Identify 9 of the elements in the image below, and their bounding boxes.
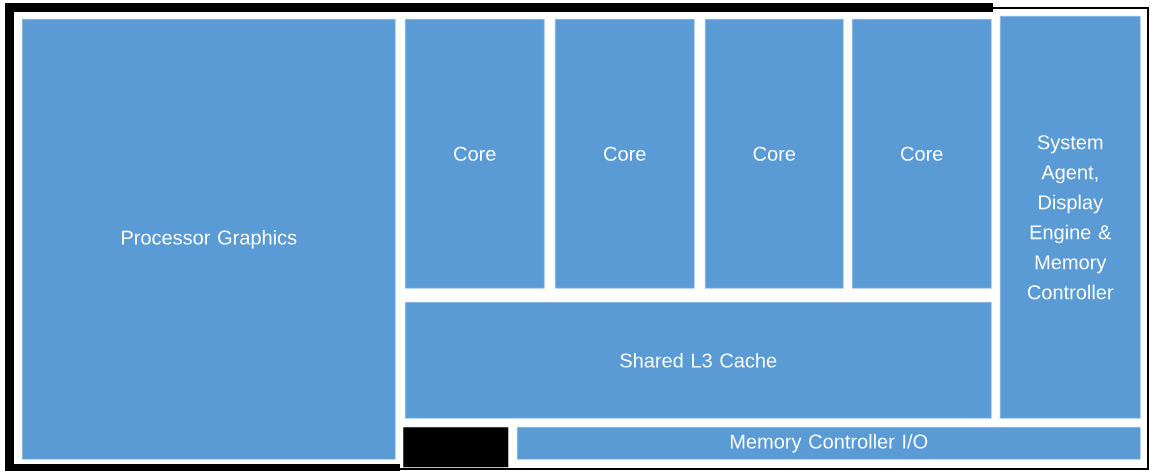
cache-block: Shared L3 Cache	[405, 302, 992, 419]
graphics-block: Processor Graphics	[22, 19, 396, 460]
core-block: Core	[705, 19, 844, 289]
core-block: Core	[852, 19, 992, 289]
core-block: Core	[405, 19, 545, 289]
memory-io-block: Memory Controller I/O	[517, 427, 1141, 460]
core-block: Core	[555, 19, 695, 289]
filler-block	[403, 427, 509, 468]
system-agent-block: System Agent, Display Engine & Memory Controller	[1000, 16, 1141, 419]
